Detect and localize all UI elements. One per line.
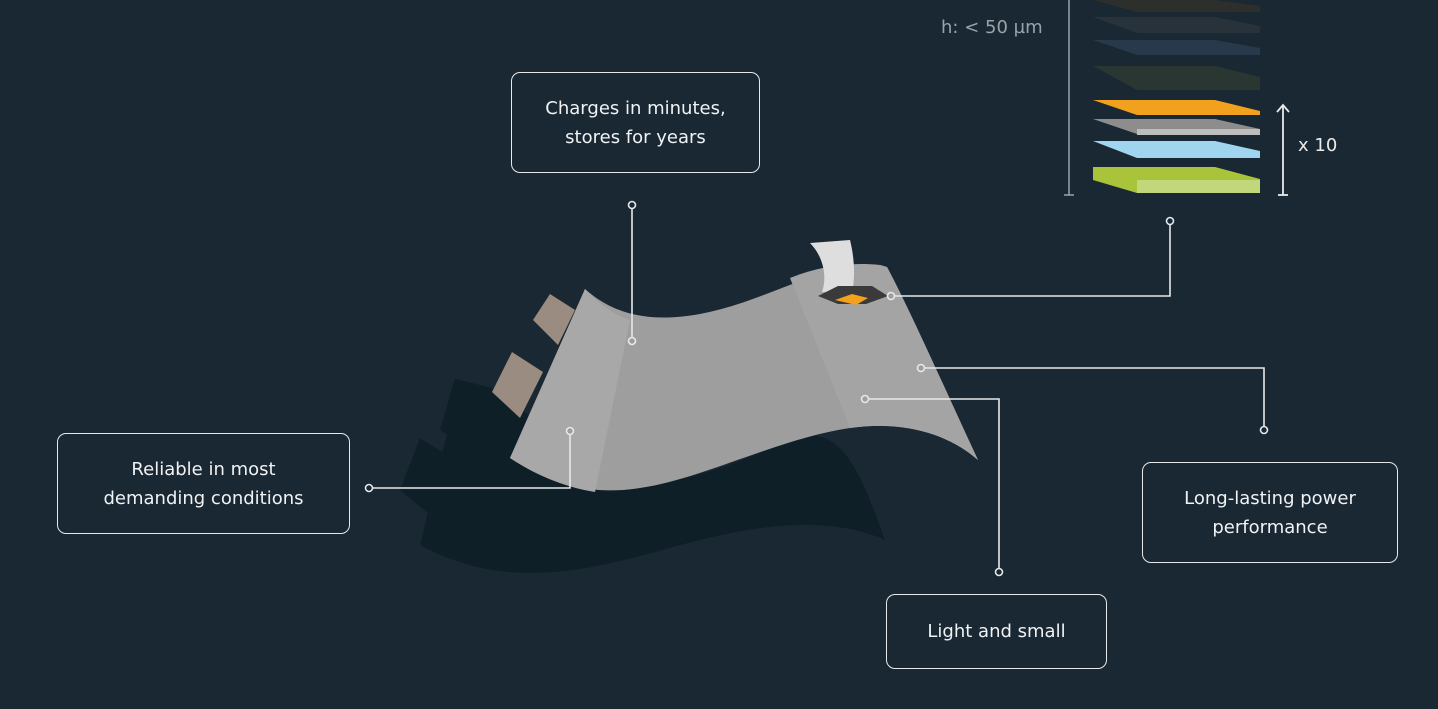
leader-lines	[372, 208, 1265, 568]
callout-light-small: Light and small	[886, 594, 1107, 669]
layer-stack	[1093, 0, 1260, 193]
shadow-tab	[400, 438, 455, 515]
height-ruler	[1064, 0, 1074, 196]
layer-blue	[1093, 141, 1260, 158]
callout-charges: Charges in minutes, stores for years	[511, 72, 760, 173]
peeled-corner	[810, 240, 855, 292]
layer-orange	[1093, 100, 1260, 115]
callout-long-lasting: Long-lasting power performance	[1142, 462, 1398, 563]
sheet-fold	[790, 264, 978, 460]
callout-reliable: Reliable in most demanding conditions	[57, 433, 350, 534]
sheet-fold	[510, 289, 630, 492]
repeat-label: x 10	[1298, 135, 1338, 156]
shadow-tab	[440, 378, 495, 450]
height-label: h: < 50 µm	[941, 17, 1043, 38]
connector-tab	[492, 352, 543, 418]
connector-tab	[533, 294, 575, 345]
orange-layer	[835, 294, 868, 305]
leader-dots	[364, 200, 1269, 577]
repeat-arrow	[1276, 103, 1290, 196]
